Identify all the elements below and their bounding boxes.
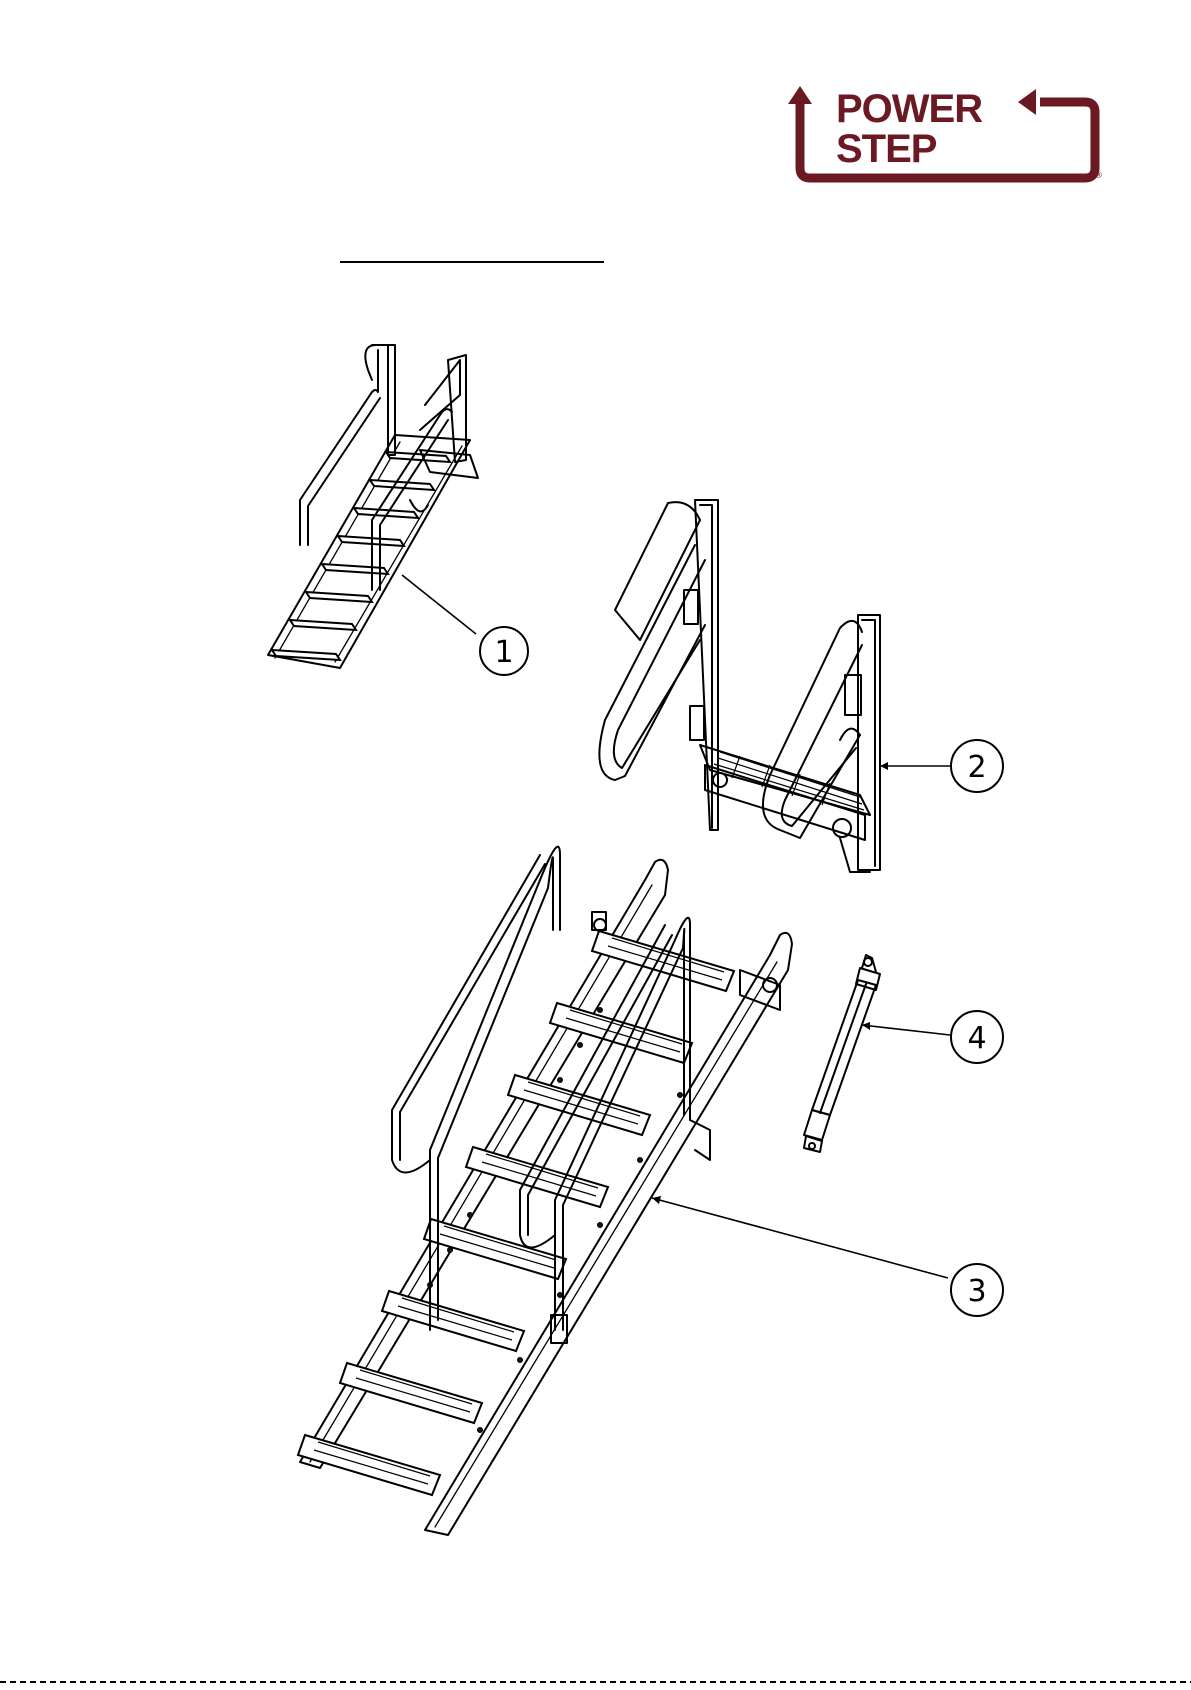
logo-line1: POWER — [836, 87, 983, 131]
callout-4-label: 4 — [967, 1021, 986, 1056]
item-3-treads — [298, 931, 734, 1495]
logo-line2: STEP — [836, 127, 937, 171]
item-4-hydraulic-cylinder — [804, 955, 880, 1152]
callout-1: 1 — [480, 627, 528, 675]
callout-2-label: 2 — [967, 750, 986, 785]
logo-registered: ® — [1094, 171, 1103, 181]
item-2-platform-assembly — [599, 500, 880, 872]
item-2-deck-grating — [714, 752, 864, 810]
leader-line-4 — [862, 1025, 950, 1035]
callout-2: 2 — [951, 740, 1003, 792]
item-3-stair-assembly — [298, 847, 792, 1535]
callout-3-label: 3 — [967, 1274, 986, 1309]
power-step-logo: POWER STEP ® — [788, 86, 1103, 181]
callout-4: 4 — [951, 1011, 1003, 1063]
leader-2-arrow-icon — [880, 762, 888, 770]
leader-3-arrow-icon — [652, 1196, 661, 1204]
logo-left-arrow-icon — [1018, 89, 1036, 115]
leader-line-3 — [652, 1198, 948, 1278]
item-1-assembly — [268, 345, 478, 668]
callout-3: 3 — [951, 1264, 1003, 1316]
logo-up-arrow-icon — [788, 86, 812, 104]
leader-line-1 — [402, 575, 476, 634]
item-1-treads — [272, 452, 450, 660]
callout-1-label: 1 — [494, 635, 513, 670]
